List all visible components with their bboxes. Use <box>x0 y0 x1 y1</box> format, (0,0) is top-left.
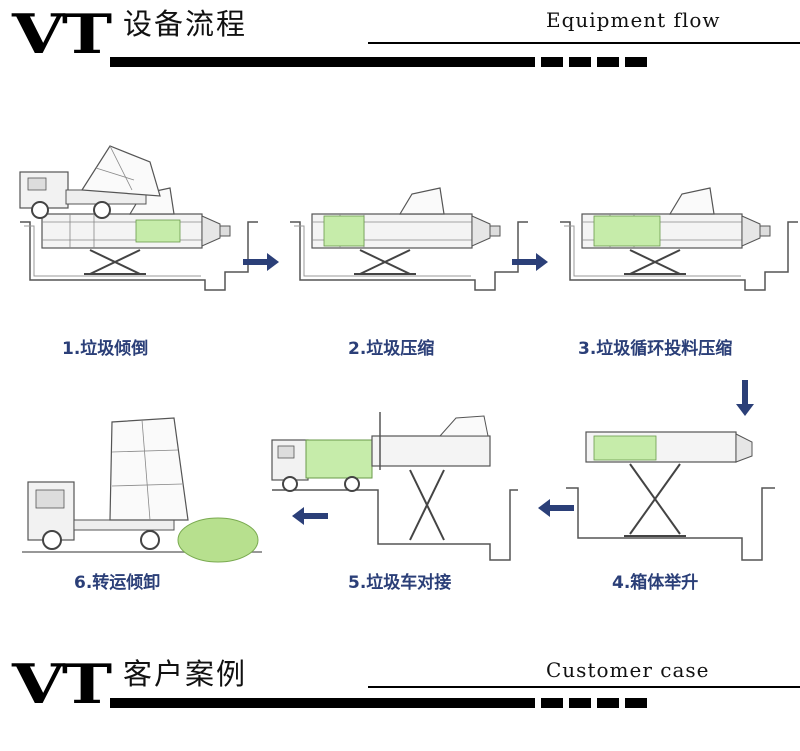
garbage-pile <box>177 517 259 563</box>
step-label-5: 5.垃圾车对接 <box>348 573 452 593</box>
header-divider-thin <box>368 42 800 44</box>
garbage-truck-tipping <box>19 145 161 219</box>
step-2-illustration <box>289 187 529 291</box>
header-divider-thick <box>110 57 535 67</box>
header-dash <box>597 57 619 67</box>
vt-logo: VT <box>12 2 112 66</box>
flow-arrow-left <box>292 507 328 525</box>
header-dash <box>569 698 591 708</box>
section-header-customer-case: VT 客户案例 Customer case <box>0 650 800 720</box>
section-title-cn: 客户案例 <box>123 657 248 691</box>
step-label-4: 4.箱体举升 <box>612 573 699 593</box>
step-6-illustration <box>22 417 262 563</box>
header-divider-thick <box>110 698 535 708</box>
flow-arrow-left <box>538 499 574 517</box>
step-5-illustration <box>271 412 518 561</box>
step-label-6: 6.转运倾卸 <box>74 573 161 593</box>
section-header-equipment-flow: VT 设备流程 Equipment flow <box>0 0 800 70</box>
step-label-1: 1.垃圾倾倒 <box>62 339 149 359</box>
section-title-cn: 设备流程 <box>123 7 248 41</box>
step-3-illustration <box>559 187 799 291</box>
step-1-illustration <box>19 187 259 291</box>
green-compaction-zone <box>593 215 661 247</box>
header-dash <box>625 698 647 708</box>
header-dash <box>597 698 619 708</box>
flow-arrow-down <box>736 380 754 416</box>
step-label-2: 2.垃圾压缩 <box>348 339 435 359</box>
green-compaction-zone <box>323 215 365 247</box>
header-dash <box>541 57 563 67</box>
header-dash <box>625 57 647 67</box>
section-title-en: Customer case <box>546 658 710 682</box>
step-4-illustration <box>566 431 775 561</box>
header-dash <box>541 698 563 708</box>
step-label-3: 3.垃圾循环投料压缩 <box>578 339 733 359</box>
header-dash <box>569 57 591 67</box>
green-compaction-zone <box>135 219 181 243</box>
section-title-en: Equipment flow <box>546 8 721 32</box>
header-divider-thin <box>368 686 800 688</box>
vt-logo: VT <box>12 652 112 716</box>
